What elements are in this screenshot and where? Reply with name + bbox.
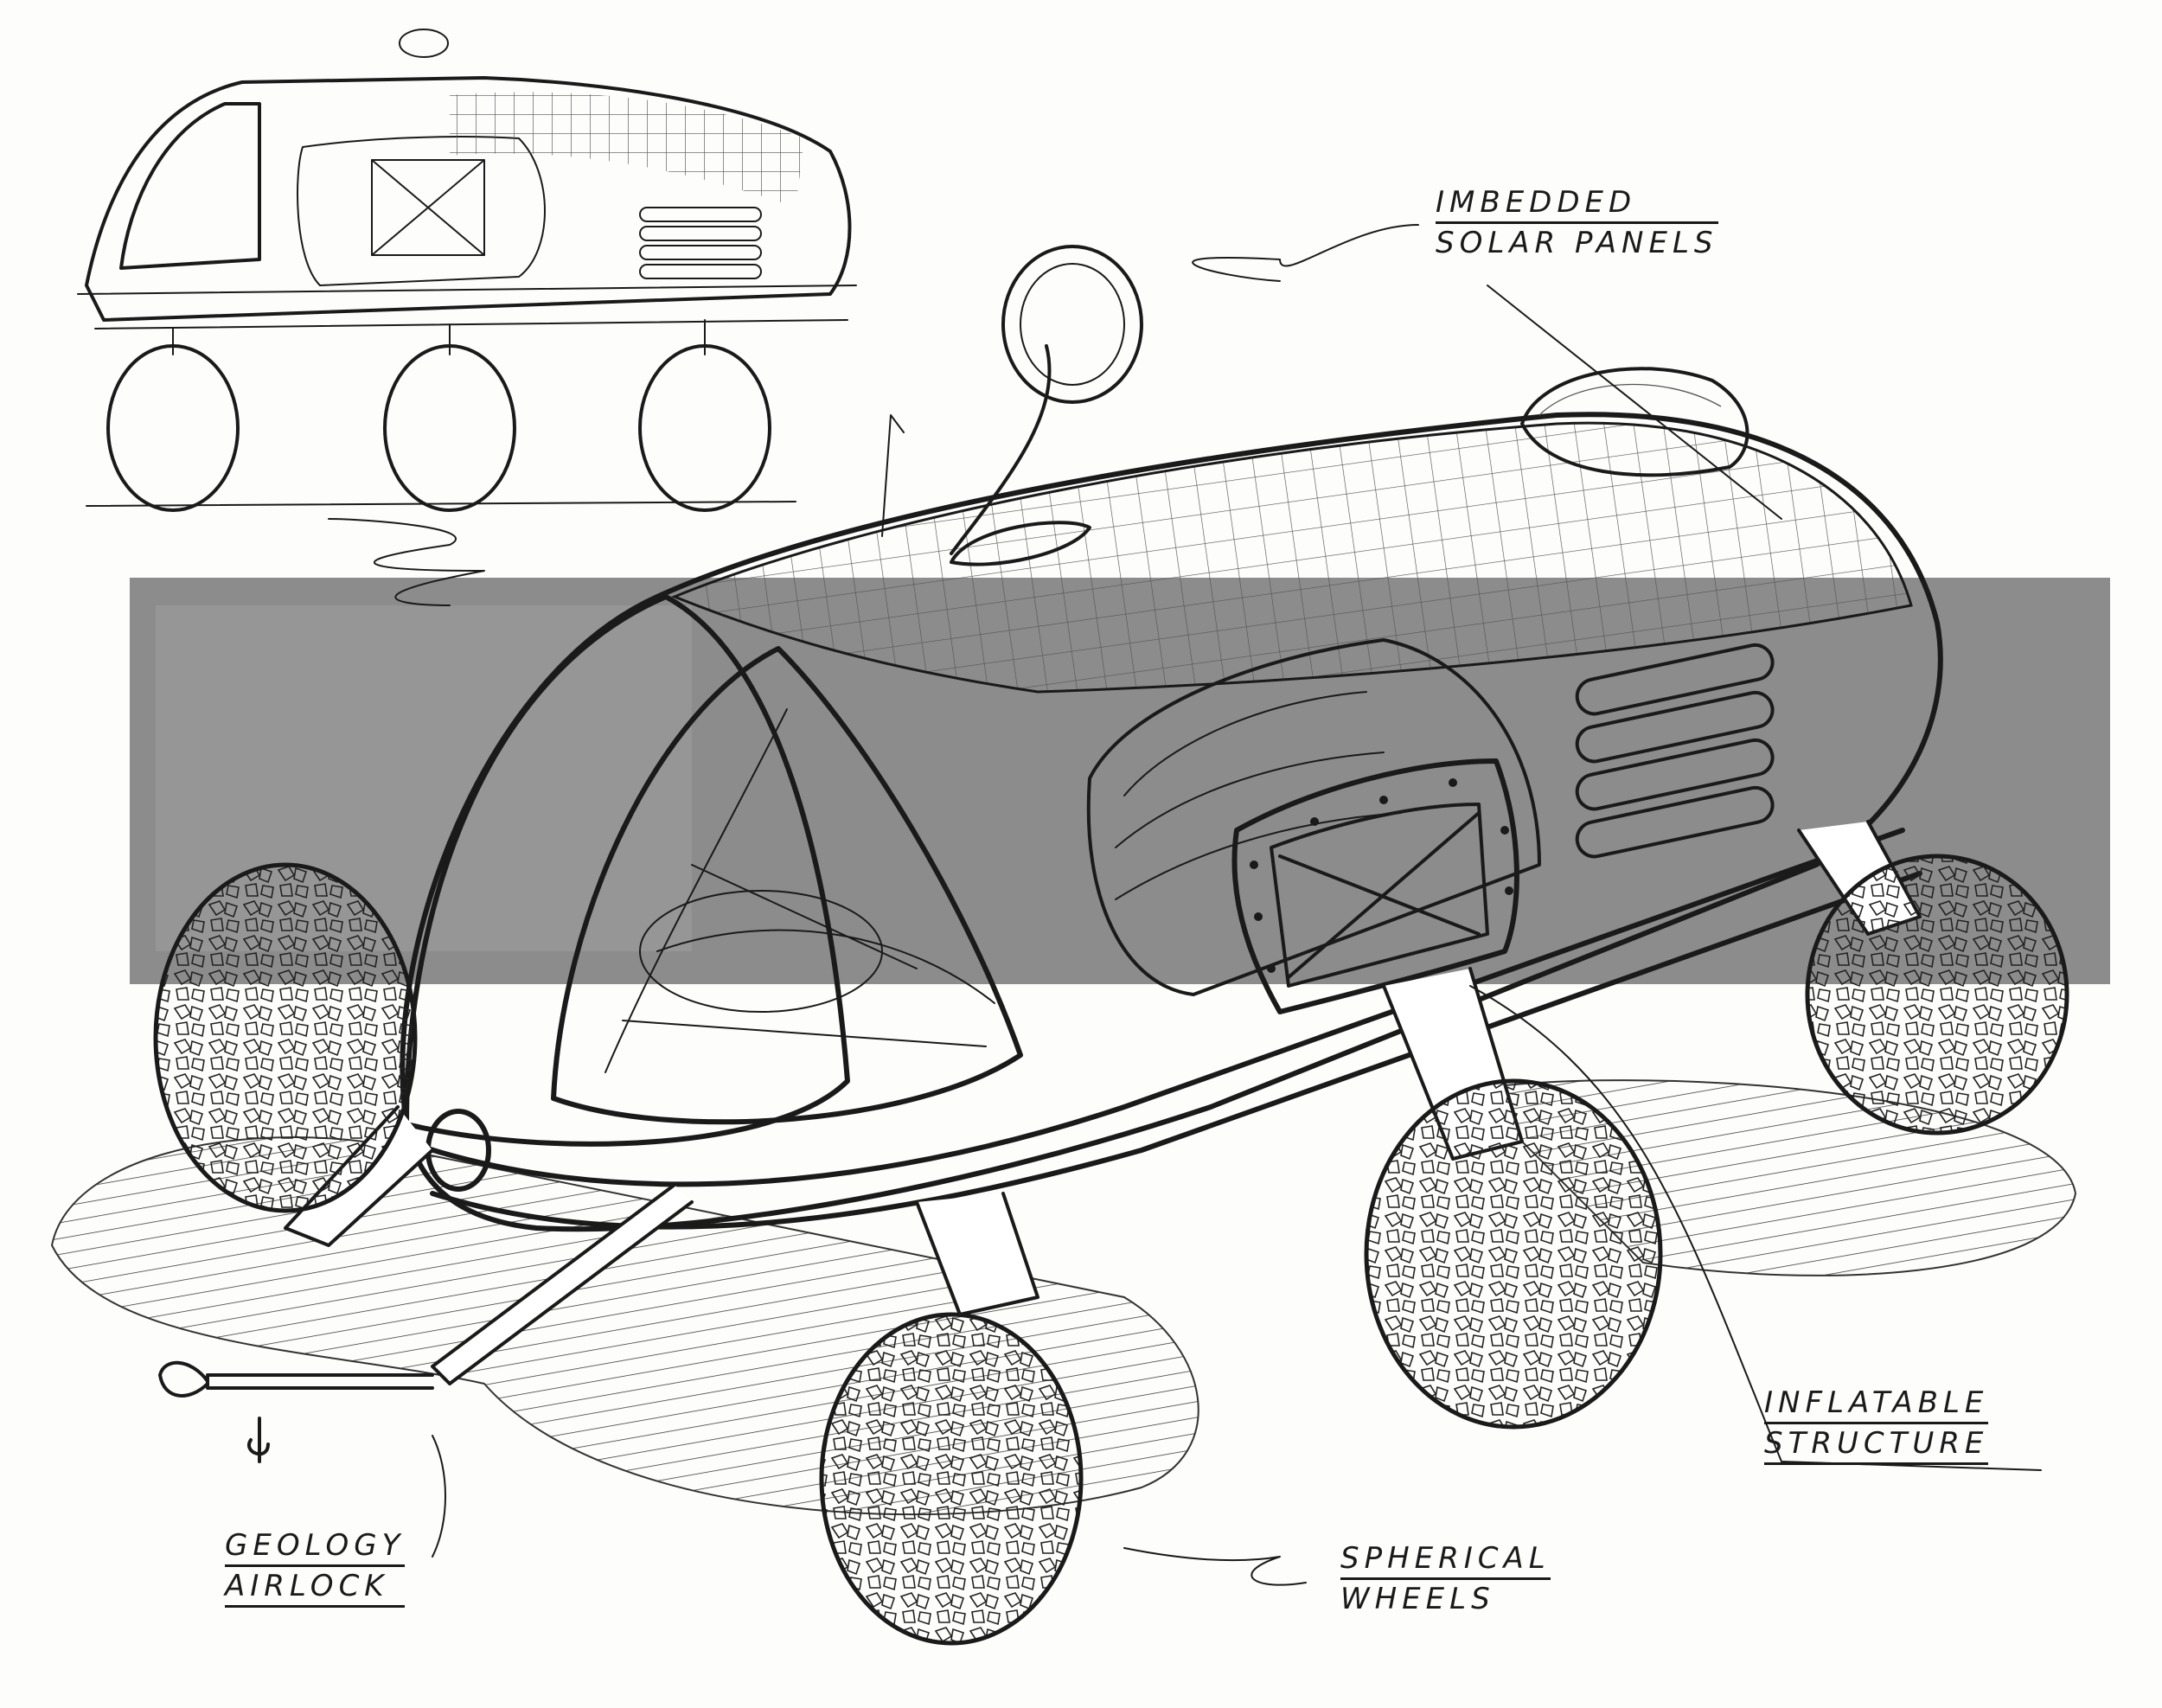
leader-lines — [432, 224, 2042, 1586]
label-geology-line2: AIRLOCK — [225, 1567, 406, 1608]
label-inflatable-line1: INFLATABLE — [1764, 1384, 1989, 1424]
label-solar-line2: SOLAR PANELS — [1436, 226, 1718, 260]
side-hatch — [1231, 758, 1519, 1014]
vent-louvers — [1575, 643, 1775, 859]
spherical-wheels — [153, 854, 2069, 1646]
label-wheels-line2: WHEELS — [1340, 1582, 1495, 1616]
side-view-sketch — [77, 29, 857, 606]
label-geology-airlock: GEOLOGY AIRLOCK — [225, 1526, 406, 1608]
label-spherical-wheels: SPHERICAL WHEELS — [1340, 1539, 1551, 1618]
label-wheels-line1: SPHERICAL — [1340, 1539, 1551, 1580]
label-imbedded-solar-panels: IMBEDDED SOLAR PANELS — [1436, 183, 1718, 262]
label-solar-line1: IMBEDDED — [1436, 183, 1718, 224]
label-inflatable-line2: STRUCTURE — [1764, 1424, 1989, 1465]
rover-main-sketch — [50, 224, 2077, 1646]
geology-arm — [158, 1183, 694, 1463]
label-inflatable-structure: INFLATABLE STRUCTURE — [1764, 1384, 1989, 1465]
label-geology-line1: GEOLOGY — [225, 1526, 406, 1567]
